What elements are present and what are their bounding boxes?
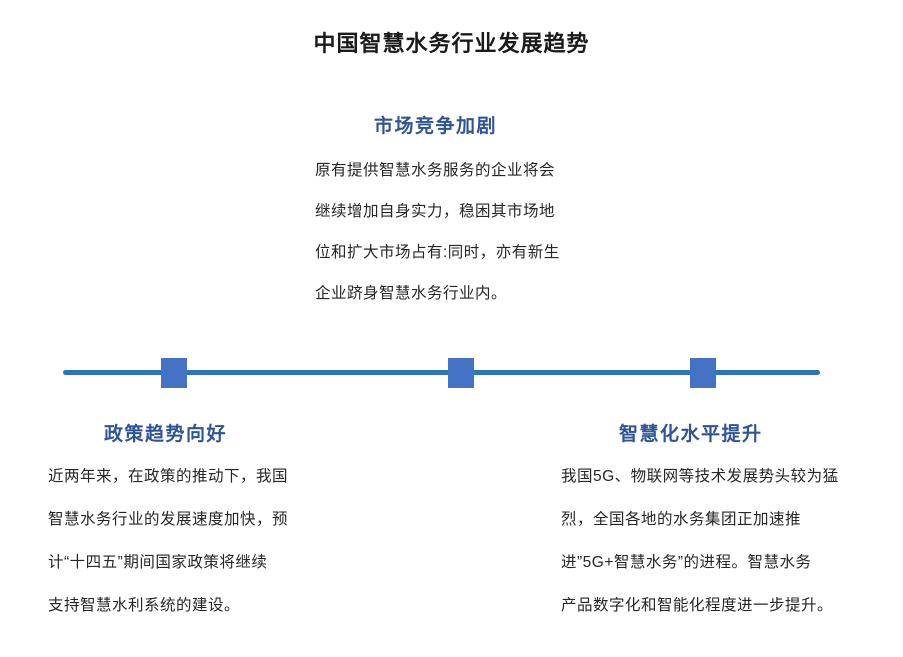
timeline-marker-square [690, 358, 716, 388]
body-line: 产品数字化和智能化程度进一步提升。 [561, 597, 834, 614]
body-line: 进”5G+智慧水务”的进程。智慧水务 [561, 554, 812, 571]
body-line: 原有提供智慧水务服务的企业将会 [315, 162, 556, 179]
section-heading-smart-level: 智慧化水平提升 [619, 424, 763, 445]
body-line: 位和扩大市场占有:同时，亦有新生 [315, 244, 560, 261]
timeline-line [63, 370, 820, 375]
section-body-smart-level: 我国5G、物联网等技术发展势头较为猛 烈，全国各地的水务集团正加速推 进”5G+… [561, 455, 901, 627]
body-line: 计“十四五”期间国家政策将继续 [48, 554, 268, 571]
body-line: 近两年来，在政策的推动下，我国 [48, 468, 289, 485]
section-heading-market-competition: 市场竞争加剧 [374, 116, 498, 137]
body-line: 企业跻身智慧水务行业内。 [315, 285, 508, 302]
body-line: 支持智慧水利系统的建设。 [48, 597, 241, 614]
section-body-policy-trend: 近两年来，在政策的推动下，我国 智慧水务行业的发展速度加快，预 计“十四五”期间… [48, 455, 378, 627]
section-body-market-competition: 原有提供智慧水务服务的企业将会 继续增加自身实力，稳困其市场地 位和扩大市场占有… [315, 150, 645, 314]
section-heading-policy-trend: 政策趋势向好 [104, 424, 228, 445]
timeline-marker-square [448, 358, 474, 388]
body-line: 烈，全国各地的水务集团正加速推 [561, 511, 802, 528]
body-line: 继续增加自身实力，稳困其市场地 [315, 203, 556, 220]
page-title: 中国智慧水务行业发展趋势 [313, 31, 590, 56]
timeline-marker-square [161, 358, 187, 388]
body-line: 我国5G、物联网等技术发展势头较为猛 [561, 468, 839, 485]
body-line: 智慧水务行业的发展速度加快，预 [48, 511, 289, 528]
